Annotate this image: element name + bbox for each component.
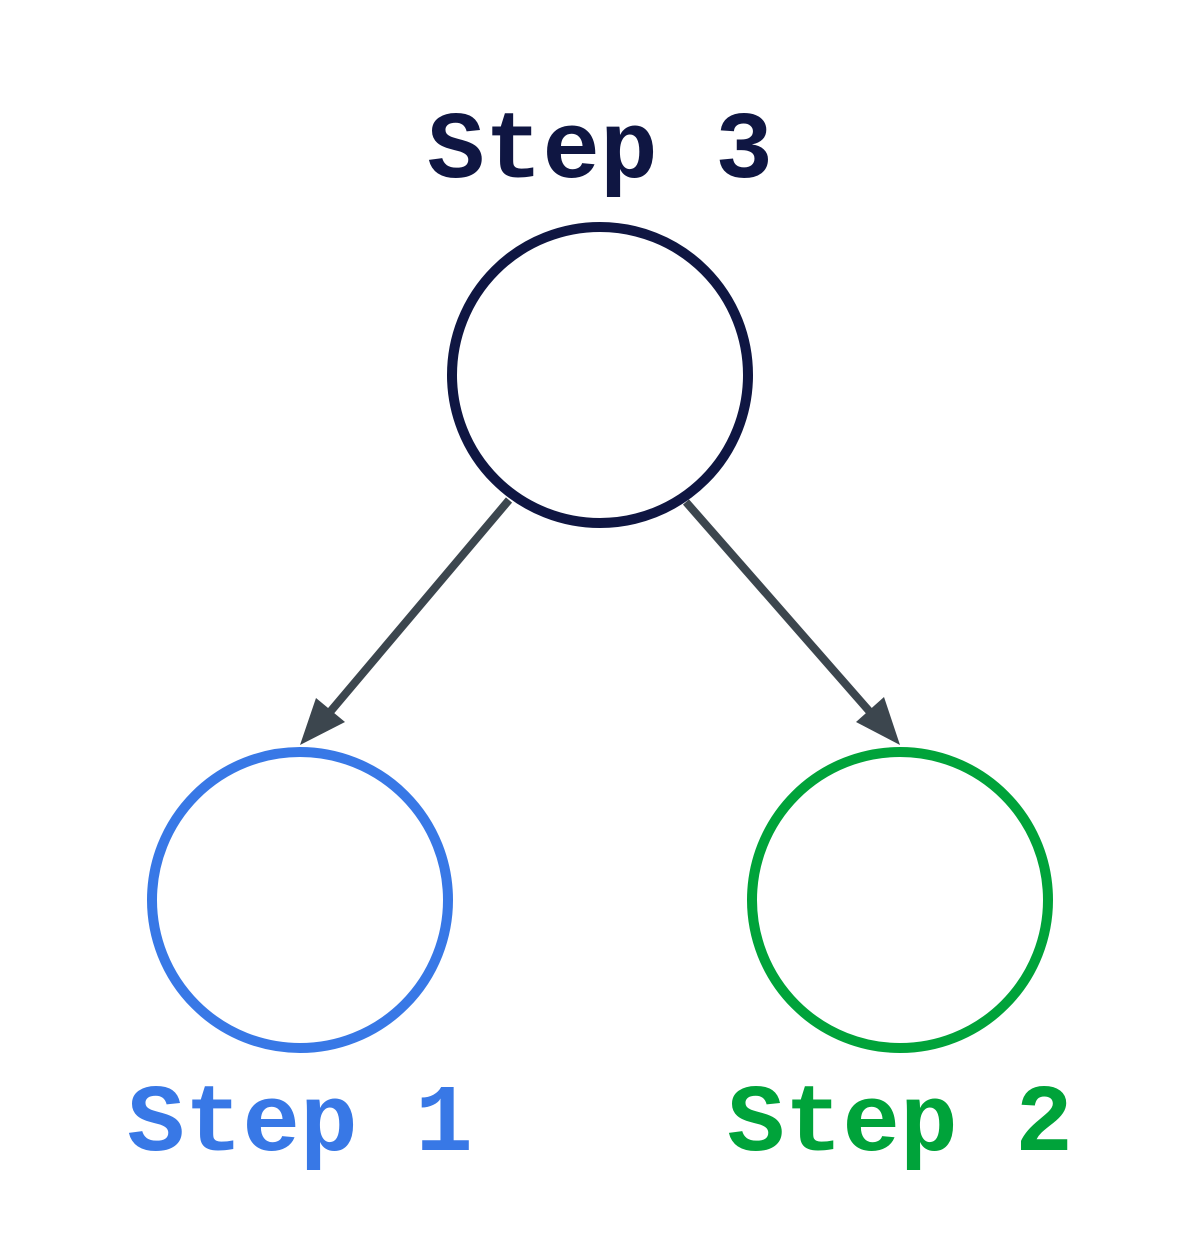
edges-group bbox=[300, 497, 900, 745]
node-step2-label: Step 2 bbox=[727, 1070, 1073, 1179]
arrowhead-step1 bbox=[300, 698, 345, 745]
node-step1[interactable]: Step 1 bbox=[127, 747, 473, 1179]
edge-step3-to-step1 bbox=[326, 497, 513, 715]
node-step3[interactable]: Step 3 bbox=[427, 97, 773, 528]
node-step1-label: Step 1 bbox=[127, 1070, 473, 1179]
node-step2[interactable]: Step 2 bbox=[727, 747, 1073, 1179]
edge-step3-to-step2 bbox=[682, 499, 874, 715]
node-step3-label: Step 3 bbox=[427, 97, 773, 206]
node-step3-circle[interactable] bbox=[447, 222, 753, 528]
arrowhead-step2 bbox=[856, 697, 900, 745]
node-step1-circle[interactable] bbox=[147, 747, 453, 1053]
node-step2-circle[interactable] bbox=[747, 747, 1053, 1053]
